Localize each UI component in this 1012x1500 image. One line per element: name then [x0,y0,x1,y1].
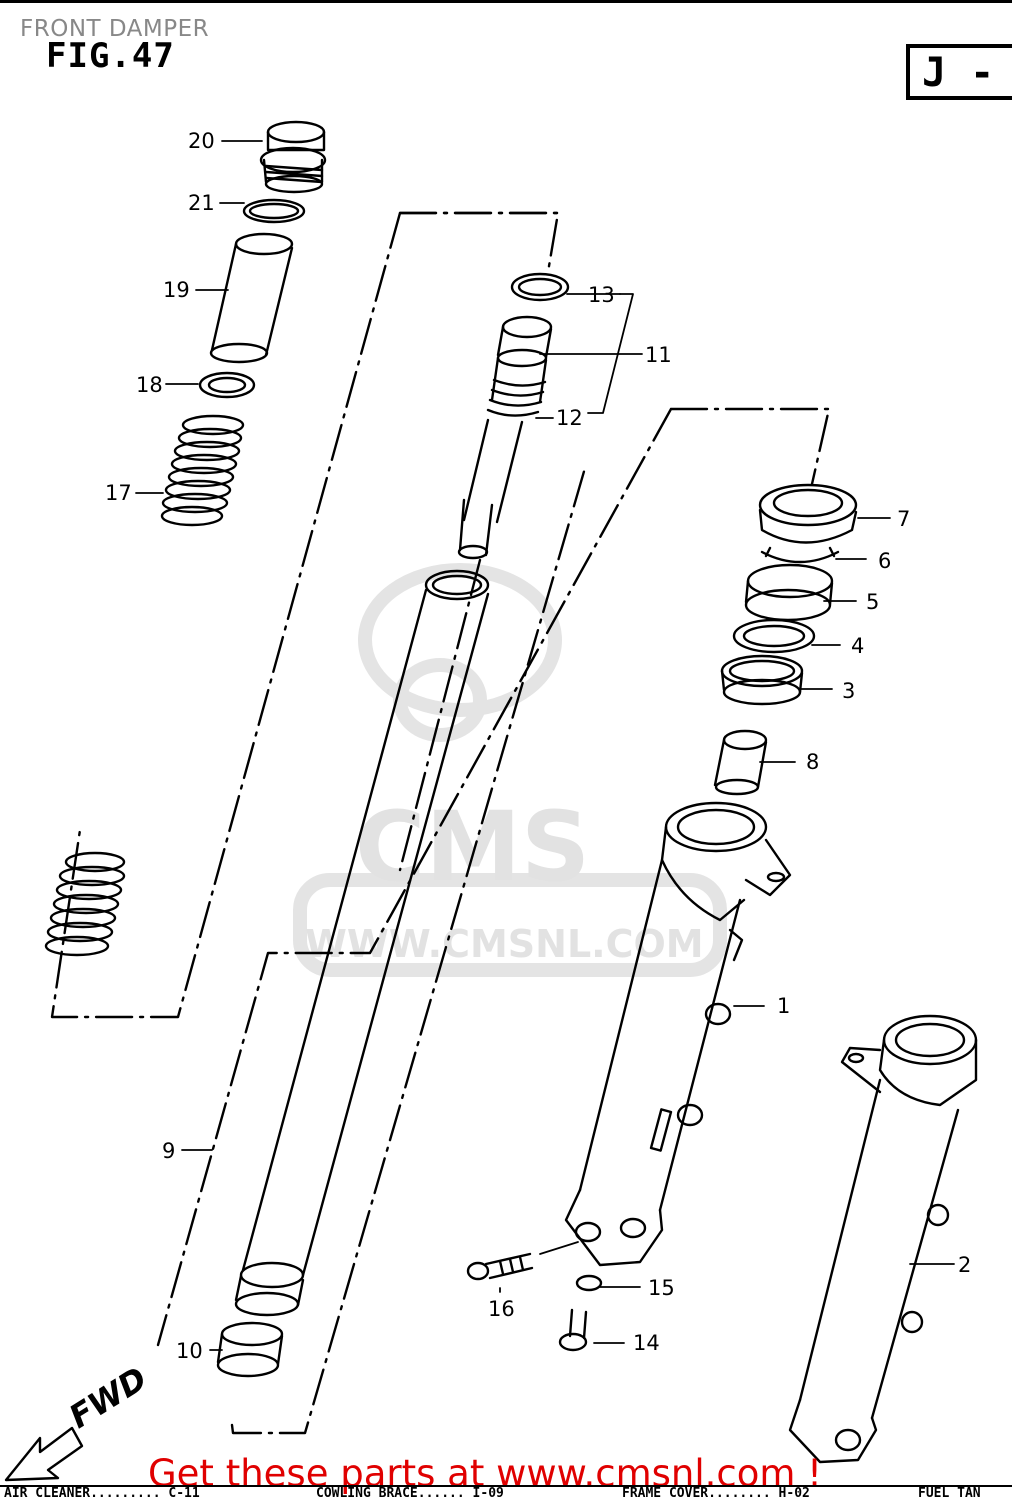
footer-item-label: COWLING BRACE [316,1486,418,1500]
part-stopper-ring [760,546,840,564]
assembly-outline-spring [398,211,560,274]
part-outer-bushing [720,654,804,706]
callout-11: 11 [645,343,672,367]
callout-7: 7 [897,507,910,531]
callout-12: 12 [556,406,583,430]
callout-20: 20 [188,129,215,153]
part-fork-cap-bolt [259,120,327,194]
part-axle-holder-bolt [466,1252,534,1281]
callout-10: 10 [176,1339,203,1363]
callout-labels: 1 2 3 4 5 6 7 8 9 10 11 12 13 14 15 16 1… [105,129,971,1363]
part-washer-seal [732,618,816,654]
fwd-label: FWD [62,1359,153,1436]
assembly-outline-lower [230,466,587,1435]
callout-9: 9 [162,1139,175,1163]
footer-item-cowling-brace[interactable]: COWLING BRACE...... I-09 [316,1486,504,1500]
leader-lines [135,140,955,1351]
footer-index-bar: AIR CLEANER......... C-11 COWLING BRACE.… [0,1485,1012,1500]
part-piston-ring [510,272,570,302]
buy-parts-link[interactable]: Get these parts at www.cmsnl.com ! [148,1452,823,1495]
assembly-outline-tube [156,407,831,1347]
part-guide-bushing [216,1321,284,1378]
region-box [906,44,1012,100]
footer-item-label: FUEL TAN [918,1486,981,1500]
footer-item-fuel-tank[interactable]: FUEL TAN [918,1486,981,1500]
part-oil-seal [744,563,834,622]
footer-item-frame-cover[interactable]: FRAME COVER........ H-02 [622,1486,810,1500]
callout-15: 15 [648,1276,675,1300]
callout-13: 13 [588,283,615,307]
callout-21: 21 [188,191,215,215]
part-o-ring [242,198,306,224]
fwd-arrow-icon [4,1426,84,1482]
watermark-brand: CMS [355,791,590,903]
callout-14: 14 [633,1331,660,1355]
footer-item-air-cleaner[interactable]: AIR CLEANER......... C-11 [4,1486,200,1500]
damper-rod-axis [398,558,482,872]
callout-2: 2 [958,1253,971,1277]
part-damper-rod-bolt [558,1308,588,1352]
footer-item-code: H-02 [778,1486,810,1500]
callout-1: 1 [777,994,790,1018]
part-damper-rod [457,315,553,560]
callout-8: 8 [806,750,819,774]
callout-4: 4 [851,634,864,658]
footer-item-label: AIR CLEANER [4,1486,91,1500]
part-outer-tube-left [564,801,792,1267]
watermark-logo [293,563,727,977]
footer-item-code: I-09 [472,1486,504,1500]
callout-19: 19 [163,278,190,302]
part-inner-tube [234,569,490,1317]
part-fork-spring [44,414,245,957]
callout-16: 16 [488,1297,515,1321]
callout-6: 6 [878,549,891,573]
part-gasket [575,1274,603,1292]
callout-17: 17 [105,481,132,505]
region-code: J - [922,50,995,96]
part-spacer [209,232,294,364]
part-outer-tube-right [788,1014,978,1464]
callout-18: 18 [136,373,163,397]
page-title: FRONT DAMPER [20,16,210,42]
figure-label: FIG.47 [46,36,175,76]
part-dust-seal [758,483,858,544]
part-washer [198,371,256,399]
part-oil-lock-piece [713,729,768,796]
footer-item-label: FRAME COVER [622,1486,709,1500]
top-border [0,0,1012,3]
footer-item-code: C-11 [168,1486,200,1500]
callout-5: 5 [866,590,879,614]
callout-3: 3 [842,679,855,703]
